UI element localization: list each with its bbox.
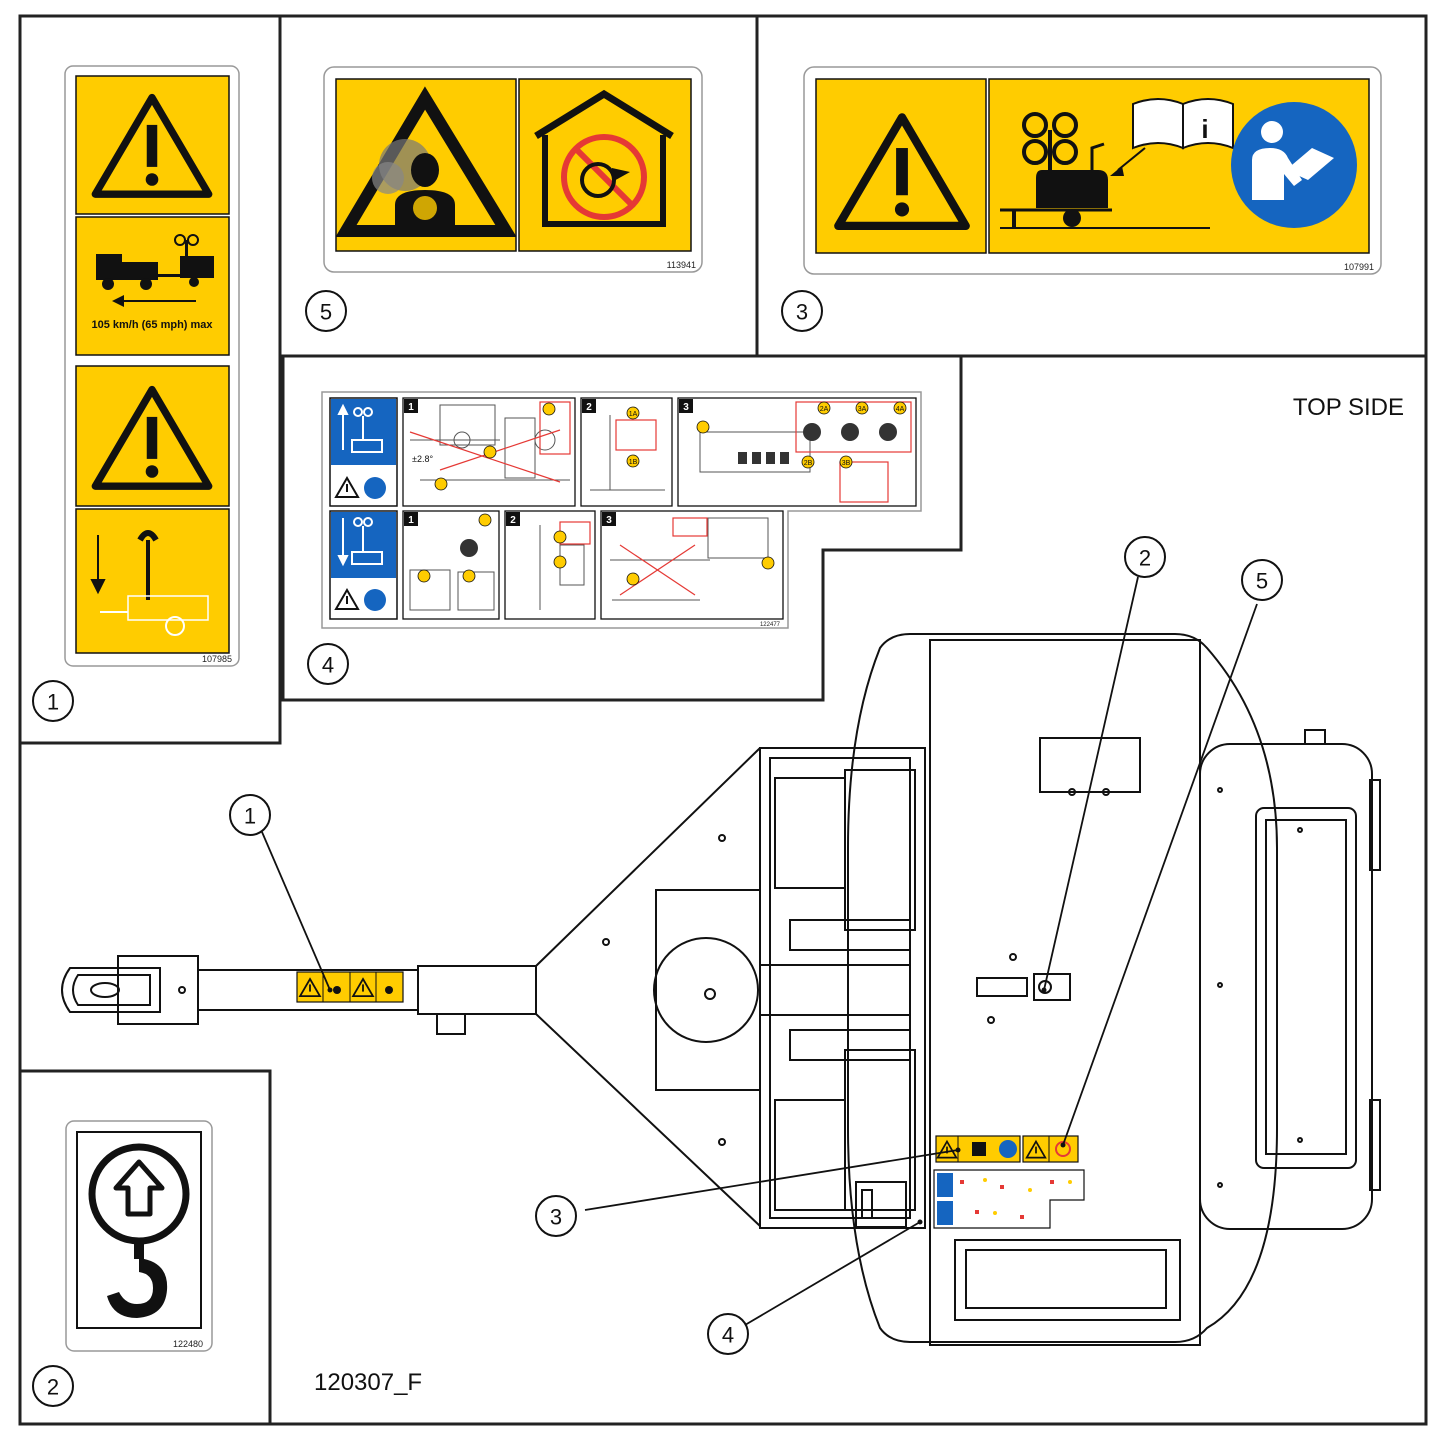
mast-lowering-icon [90, 530, 209, 636]
part-number-107991: 107991 [1344, 262, 1374, 272]
callout-panel-2: 2 [47, 1375, 59, 1400]
svg-text:i: i [1201, 114, 1208, 144]
no-indoor-operation-icon [534, 89, 674, 227]
decal-3: i 107991 [803, 66, 1382, 275]
part-number-113941: 113941 [667, 260, 696, 270]
decal-1: 105 km/h (65 mph) max 107985 [64, 65, 240, 667]
speed-limit-text: 105 km/h (65 mph) max [91, 319, 213, 331]
decal-5-on-body [1022, 1135, 1079, 1163]
callout-panel-3: 3 [796, 300, 808, 325]
panel-frames [18, 14, 1428, 1426]
decal-1-on-drawbar [296, 971, 404, 1003]
tag-4a: 4A [896, 406, 905, 413]
callout-panel-5: 5 [320, 300, 332, 325]
decal-4-on-body [933, 1169, 1085, 1229]
tag-3b: 3B [842, 460, 851, 467]
callout-drawbar-1: 1 [244, 804, 256, 829]
part-number-122477: 122477 [760, 622, 781, 628]
lift-point-hook-icon [88, 1143, 190, 1318]
light-tower-top-view [61, 633, 1381, 1346]
read-manual-icon [1231, 102, 1357, 228]
decal-2: 122480 [65, 1120, 213, 1352]
callout-body-2: 2 [1139, 546, 1151, 571]
view-label: TOP SIDE [1293, 394, 1404, 421]
exhaust-fumes-icon [335, 86, 517, 237]
mast-lower-icon [337, 517, 383, 567]
tag-1b: 1B [629, 459, 638, 466]
decal-5: 113941 [323, 66, 703, 273]
mast-raise-icon [337, 403, 383, 453]
callout-body-4: 4 [722, 1323, 734, 1348]
callout-body-3: 3 [550, 1205, 562, 1230]
tag-2b: 2B [804, 460, 813, 467]
step-bottom-1: 1 [408, 515, 414, 526]
step-top-3: 3 [683, 402, 689, 413]
step-top-1: 1 [408, 402, 414, 413]
step-top-2: 2 [586, 402, 592, 413]
light-tower-manual-icon: i [1000, 98, 1234, 229]
step-bottom-2: 2 [510, 515, 516, 526]
towing-truck-icon [96, 234, 214, 307]
leader-lines [261, 576, 1258, 1326]
tag-3a: 3A [858, 406, 867, 413]
drawing-number: 120307_F [314, 1369, 422, 1396]
callout-body-5: 5 [1256, 569, 1268, 594]
tag-2a: 2A [820, 406, 829, 413]
part-number-107985: 107985 [202, 654, 232, 664]
callout-panel-4: 4 [322, 653, 334, 678]
tilt-angle-text: ±2.8° [412, 454, 433, 464]
decal-3-on-body [935, 1135, 1021, 1163]
callout-panel-1: 1 [47, 690, 59, 715]
callout-circles [32, 290, 1283, 1407]
step-bottom-3: 3 [606, 515, 612, 526]
decal-4: 1 2 3 1 2 3 [321, 391, 922, 629]
part-number-122480: 122480 [173, 1339, 203, 1349]
tag-1a: 1A [629, 411, 638, 418]
